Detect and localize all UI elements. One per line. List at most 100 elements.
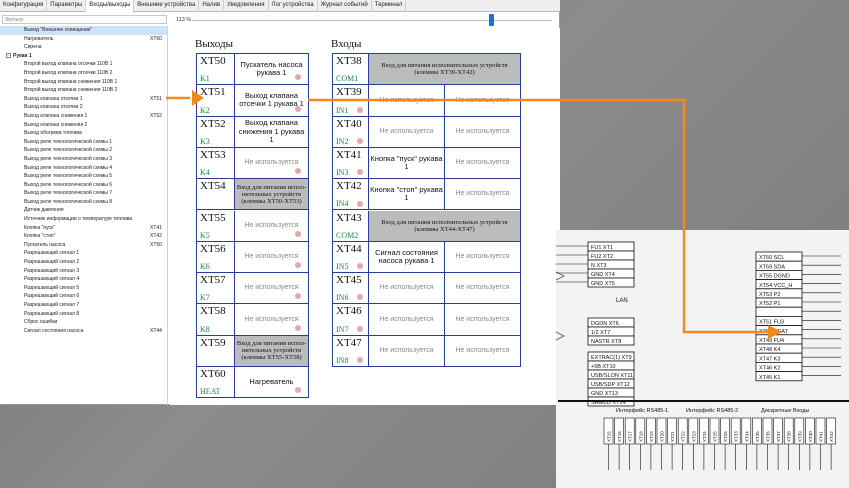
tree-item[interactable]: Разрешающий сигнал 7 xyxy=(0,301,167,310)
input-description-2[interactable]: Не используется xyxy=(445,241,521,274)
tree-item[interactable]: Выход реле технологической схемы 2 xyxy=(0,146,167,155)
tab-5[interactable]: Уведомления xyxy=(224,0,269,12)
zoom-slider[interactable]: 113 % xyxy=(176,14,559,26)
output-description[interactable]: Не используется xyxy=(235,304,309,336)
tree-item[interactable]: Разрешающий сигнал 8 xyxy=(0,310,167,319)
tab-1[interactable]: Параметры xyxy=(47,0,87,12)
tab-8[interactable]: Терминал xyxy=(372,0,407,12)
tree-item-label: Выход клапана снижения 2 xyxy=(24,121,88,128)
tree-item[interactable]: Кнопка "пуск"XT41 xyxy=(0,224,167,233)
tree-item[interactable]: Разрешающий сигнал 3 xyxy=(0,267,167,276)
tree-item[interactable]: Выход реле технологической схемы 6 xyxy=(0,181,167,190)
zoom-thumb[interactable] xyxy=(489,14,494,26)
tab-0[interactable]: Конфигурация xyxy=(0,0,48,12)
usb-terminal-label: USB/SDP XT12 xyxy=(591,382,630,388)
relay-terminal-label: XT51 FU3 xyxy=(759,320,784,326)
tree-item[interactable]: Разрешающий сигнал 5 xyxy=(0,284,167,293)
tree-item[interactable]: Кнопка "стоп"XT42 xyxy=(0,232,167,241)
tree-item[interactable]: Второй выход клапана снижения 110В 2 xyxy=(0,86,167,95)
input-description-2[interactable]: Не используется xyxy=(445,304,521,336)
status-led-icon xyxy=(295,74,301,81)
channel-label: IN3 xyxy=(336,168,349,178)
input-description[interactable]: Вход для питания исполнительных устройст… xyxy=(369,210,521,242)
tree-group[interactable]: −Рукав 1 xyxy=(0,52,167,61)
bottom-pin-label: XT20 xyxy=(660,431,665,442)
input-description[interactable]: Кнопка "стоп" рукава 1 xyxy=(369,179,445,211)
output-description[interactable]: Нагреватель xyxy=(235,367,309,399)
pin-label: XT47 xyxy=(336,336,362,349)
tree-item[interactable]: Выход реле технологической схемы 4 xyxy=(0,164,167,173)
output-description[interactable]: Не используется xyxy=(235,273,309,305)
tab-7[interactable]: Журнал событий xyxy=(318,0,372,12)
tree-item[interactable]: Выход реле технологической схемы 7 xyxy=(0,189,167,198)
tab-4[interactable]: Налив xyxy=(199,0,225,12)
tree-item[interactable]: Разрешающий сигнал 4 xyxy=(0,275,167,284)
tree-item[interactable]: Выход обогрева топлива xyxy=(0,129,167,138)
input-description-2[interactable]: Не используется xyxy=(445,147,521,180)
tree-item[interactable]: Выход реле технологической схемы 5 xyxy=(0,172,167,181)
tree-item[interactable]: Сброс ошибки xyxy=(0,318,167,327)
input-description-2[interactable]: Не используется xyxy=(445,85,521,117)
output-description[interactable]: Выход клапана снижения 1 рукава 1 xyxy=(235,116,309,148)
relay-terminal-cell xyxy=(755,306,803,317)
output-description[interactable]: Не используется xyxy=(235,210,309,242)
tab-6[interactable]: Лог устройства xyxy=(269,0,318,12)
output-description[interactable]: Пускатель насоса рукава 1 xyxy=(235,54,309,86)
tree-item[interactable]: Разрешающий сигнал 1 xyxy=(0,249,167,258)
output-description[interactable]: Вход для питания испол-нительных устройс… xyxy=(235,335,309,367)
output-description[interactable]: Не используется xyxy=(235,147,309,180)
input-description[interactable]: Не используется xyxy=(369,116,445,148)
tree-item[interactable]: Источник информации о температуре топлив… xyxy=(0,215,167,224)
input-description[interactable]: Не используется xyxy=(369,304,445,336)
relay-terminal-label: XT52 P1 xyxy=(759,301,780,307)
tree-item[interactable]: Второй выход клапана снижения 110В 1 xyxy=(0,78,167,87)
input-description-2[interactable]: Не используется xyxy=(445,273,521,305)
power-terminal-label: GND XT5 xyxy=(591,281,615,287)
channel-label: IN2 xyxy=(336,136,349,146)
tree-item[interactable]: Второй выход клапана отсечки 110В 1 xyxy=(0,60,167,69)
tree-item[interactable]: Выход реле технологической схемы 3 xyxy=(0,155,167,164)
input-description[interactable]: Не используется xyxy=(369,85,445,117)
collapse-icon[interactable]: − xyxy=(6,52,11,58)
tree-item[interactable]: Второй выход клапана отсечки 110В 2 xyxy=(0,69,167,78)
tab-3[interactable]: Внешние устройства xyxy=(134,0,200,12)
tree-item[interactable]: Выход клапана снижения 2 xyxy=(0,121,167,130)
input-description[interactable]: Сигнал состояния насоса рукава 1 xyxy=(369,241,445,274)
input-description[interactable]: Вход для питания исполнительных устройст… xyxy=(369,54,521,86)
output-description[interactable]: Вход для питания испол-нительных устройс… xyxy=(235,179,309,211)
filter-input[interactable]: Фильтр xyxy=(2,15,167,24)
tree-item[interactable]: Выход реле технологической схемы 8 xyxy=(0,198,167,207)
relay-terminal-label: XT47 K3 xyxy=(759,356,780,362)
tree-item[interactable]: Выход "Внешнее освещение" xyxy=(0,26,167,35)
tab-2[interactable]: Входы/выходы xyxy=(86,0,135,13)
tree-item[interactable]: Выход клапана отсечки 2 xyxy=(0,103,167,112)
input-description-2[interactable]: Не используется xyxy=(445,116,521,148)
tree-item[interactable]: Разрешающий сигнал 2 xyxy=(0,258,167,267)
channel-label: IN6 xyxy=(336,293,349,303)
output-description[interactable]: Не используется xyxy=(235,241,309,274)
pin-label: XT41 xyxy=(336,148,362,161)
input-description[interactable]: Не используется xyxy=(369,273,445,305)
tree-item[interactable]: Датчик давления xyxy=(0,206,167,215)
pin-label: XT59 xyxy=(200,336,226,349)
tree-item[interactable]: Сирена xyxy=(0,43,167,52)
input-description[interactable]: Кнопка "пуск" рукава 1 xyxy=(369,147,445,180)
input-description-2[interactable]: Не используется xyxy=(445,335,521,367)
status-led-icon xyxy=(357,137,363,144)
output-description[interactable]: Выход клапана отсечки 1 рукава 1 xyxy=(235,85,309,117)
tree-item-label: Разрешающий сигнал 8 xyxy=(24,310,80,317)
tree-item[interactable]: Разрешающий сигнал 6 xyxy=(0,292,167,301)
pin-label: XT52 xyxy=(200,117,226,130)
tree-item[interactable]: Выход реле технологической схемы 1 xyxy=(0,138,167,147)
input-description[interactable]: Не используется xyxy=(369,335,445,367)
input-description-2[interactable]: Не используется xyxy=(445,179,521,211)
